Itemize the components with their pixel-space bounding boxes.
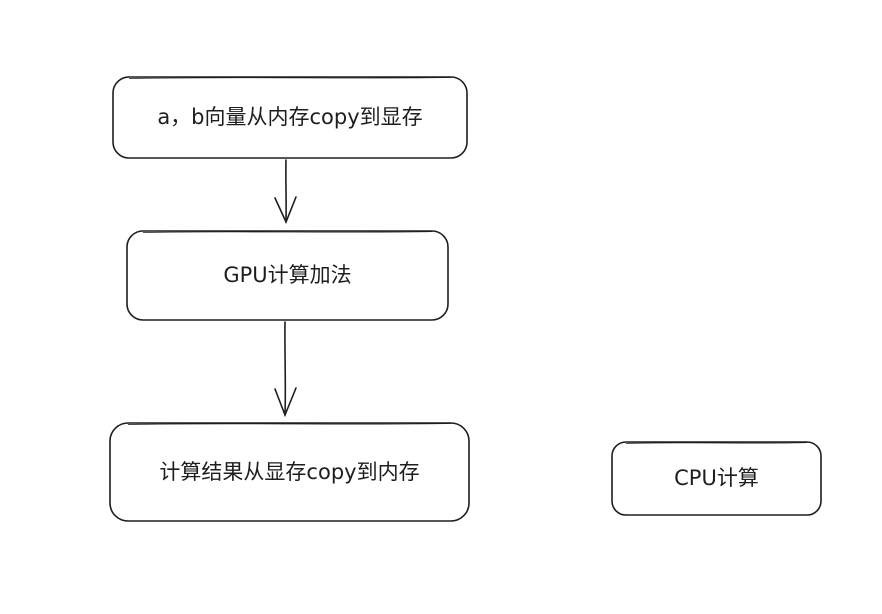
node-label: CPU计算 — [674, 466, 759, 490]
arrow-step2-to-step3 — [274, 321, 297, 418]
arrow-step1-to-step2 — [274, 159, 297, 225]
node-label: a，b向量从内存copy到显存 — [157, 105, 423, 129]
node-frame — [126, 230, 449, 321]
node-frame — [109, 422, 470, 522]
flow-step-gpu-add[interactable]: GPU计算加法 — [126, 230, 449, 321]
flow-step-copy-to-gpu[interactable]: a，b向量从内存copy到显存 — [112, 76, 468, 159]
node-frame — [112, 76, 468, 159]
flow-step-cpu-compute[interactable]: CPU计算 — [611, 441, 822, 516]
node-frame — [611, 441, 822, 516]
node-label: GPU计算加法 — [223, 263, 352, 287]
flow-step-copy-to-memory[interactable]: 计算结果从显存copy到内存 — [109, 422, 470, 522]
node-label: 计算结果从显存copy到内存 — [159, 459, 420, 484]
